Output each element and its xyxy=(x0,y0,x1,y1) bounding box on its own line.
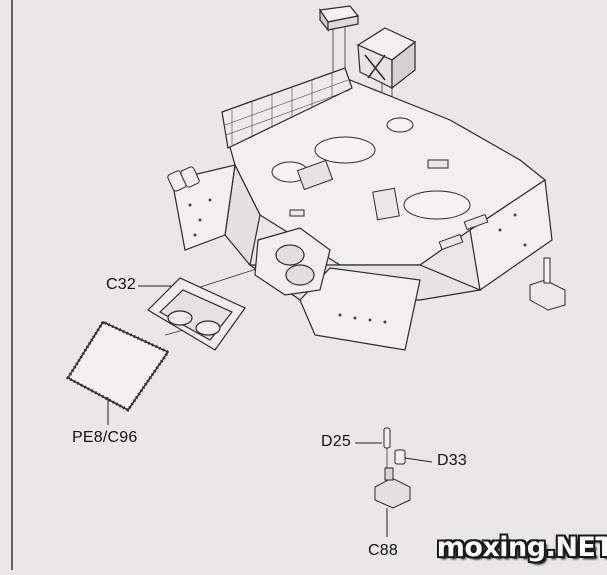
sight-box xyxy=(356,27,417,90)
label-d33: D33 xyxy=(437,452,467,469)
watermark-logo: moxing.NET xyxy=(436,531,607,563)
cage-grill xyxy=(224,73,351,145)
label-c88: C88 xyxy=(368,542,398,559)
panel-rivets xyxy=(188,198,527,324)
deck-fittings xyxy=(289,159,489,251)
part-pe8-c96 xyxy=(65,320,171,412)
detail-assembly xyxy=(374,427,411,535)
periscope-block xyxy=(318,5,360,32)
gun-mantlet xyxy=(254,227,331,296)
label-d25: D25 xyxy=(321,433,351,450)
hatches xyxy=(271,117,471,220)
smoke-launchers xyxy=(167,166,200,192)
label-c32: C32 xyxy=(106,276,136,293)
label-pe8-c96: PE8/C96 xyxy=(72,429,138,446)
side-component xyxy=(529,257,566,311)
turret-hull xyxy=(171,67,553,351)
label-leaders xyxy=(107,285,433,537)
part-c32 xyxy=(147,277,246,351)
